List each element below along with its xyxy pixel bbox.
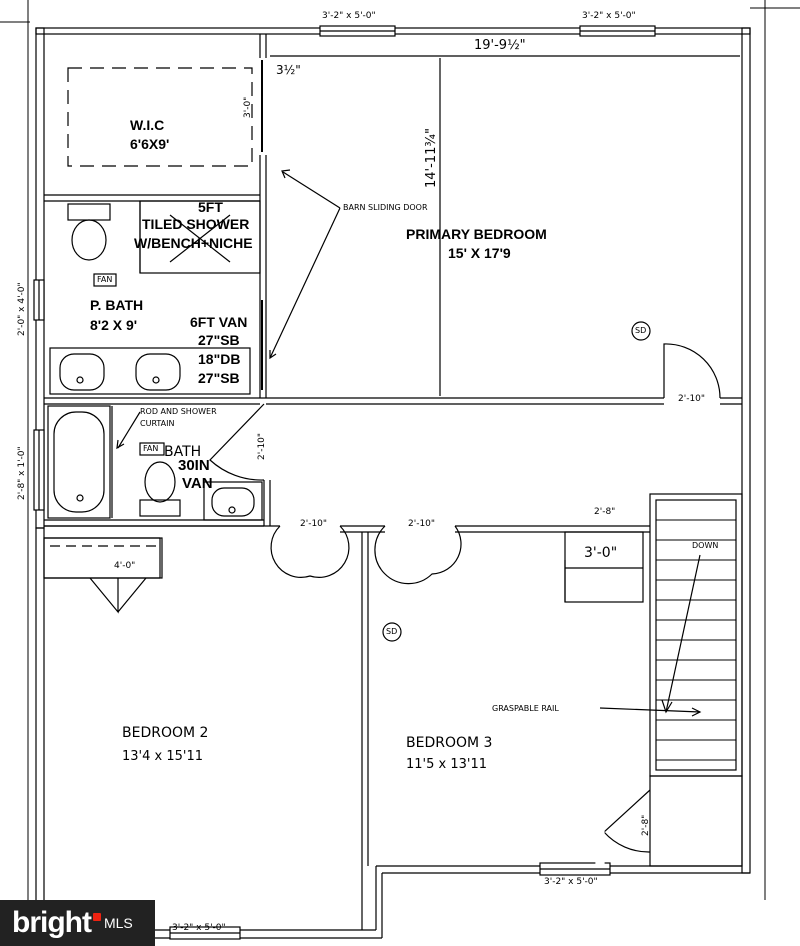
smoke-detector-bed3: SD (386, 627, 398, 636)
closet-hall-dim: 2'-8" (594, 507, 616, 517)
logo-suffix: MLS (103, 915, 133, 931)
primary-bedroom-name: PRIMARY BEDROOM (406, 226, 547, 242)
fan-pbath: FAN (97, 275, 113, 284)
logo-dot-icon (92, 913, 101, 921)
bedroom-3-size: 11'5 x 13'11 (406, 757, 488, 772)
window-top-right-dim: 3'-2" x 5'-0" (582, 11, 636, 21)
window-left-upper-dim: 2'-0" x 4'-0" (17, 282, 27, 336)
shower-features: W/BENCH+NICHE (134, 235, 253, 251)
rod-note-line-1: ROD AND SHOWER (140, 407, 217, 416)
stair-down-note: DOWN (692, 541, 719, 550)
rod-note-line-2: CURTAIN (140, 419, 175, 428)
shower-type: TILED SHOWER (142, 216, 250, 232)
pbath-size: 8'2 X 9' (90, 317, 138, 333)
door-bed2-dim: 2'-10" (300, 519, 328, 529)
hall-width-dim: 3'-0" (584, 545, 618, 561)
shower-size: 5FT (198, 199, 223, 215)
logo-brand: bright (12, 906, 92, 939)
vanity-sink-right: 27"SB (198, 370, 240, 386)
wic-door-dim: 3'-0" (243, 96, 253, 118)
bedroom-3-name: BEDROOM 3 (406, 735, 493, 751)
bath-vanity-label: VAN (182, 475, 213, 492)
window-top-left-dim: 3'-2" x 5'-0" (322, 11, 376, 21)
pbath-name: P. BATH (90, 297, 144, 313)
closet-bed2-dim: 4'-0" (114, 561, 136, 571)
wic-size: 6'6X9' (130, 136, 170, 152)
wic-name: W.I.C (130, 117, 165, 133)
smoke-detector-primary: SD (635, 326, 647, 335)
vanity-title: 6FT VAN (190, 314, 248, 330)
barn-door-note: BARN SLIDING DOOR (343, 203, 428, 212)
primary-width-dim: 19'-9½" (474, 38, 526, 53)
window-bottom-right-dim: 3'-2" x 5'-0" (544, 877, 598, 887)
bedroom-2-size: 13'4 x 15'11 (122, 749, 204, 764)
door-stair-closet-dim: 2'-8" (641, 814, 651, 836)
vanity-drawer-bank: 18"DB (198, 351, 241, 367)
fan-bath: FAN (143, 444, 159, 453)
wall-offset-dim: 3½" (276, 63, 301, 77)
bedroom-2-name: BEDROOM 2 (122, 725, 209, 741)
bath-name: BATH (164, 444, 202, 460)
graspable-rail-note: GRASPABLE RAIL (492, 704, 559, 713)
window-bottom-left-dim: 3'-2" x 5'-0" (172, 923, 226, 933)
primary-bedroom-size: 15' X 17'9 (448, 245, 511, 261)
door-primary-dim: 2'-10" (678, 394, 706, 404)
primary-depth-dim: 14'-11¾" (424, 128, 439, 188)
door-bath-dim: 2'-10" (257, 432, 267, 460)
bright-mls-logo: bright MLS (0, 900, 155, 946)
door-bed3-dim: 2'-10" (408, 519, 436, 529)
vanity-sink-left: 27"SB (198, 332, 240, 348)
bath-vanity-size: 30IN (178, 457, 210, 474)
window-left-lower-dim: 2'-8" x 1'-0" (17, 446, 27, 500)
